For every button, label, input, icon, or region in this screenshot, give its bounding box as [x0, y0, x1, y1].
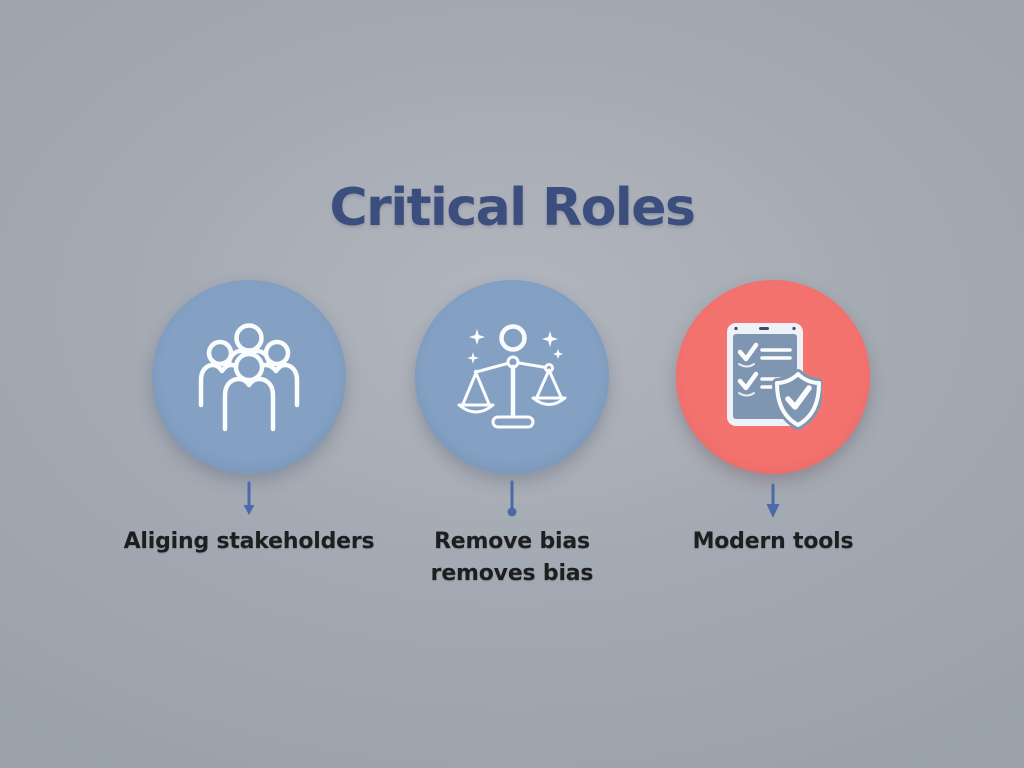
checklist-shield-icon	[727, 323, 822, 430]
item-label: Modern tools	[692, 529, 854, 554]
column-tools: Modern tools	[643, 280, 903, 554]
people-group-icon	[198, 323, 300, 432]
balance-scale-icon	[457, 324, 567, 429]
stakeholders-circle-badge	[152, 280, 346, 474]
column-bias: Remove bias removes bias	[382, 280, 642, 586]
down-arrow-icon	[243, 481, 255, 515]
item-label: Aliging stakeholders	[123, 529, 375, 554]
column-stakeholders: Aliging stakeholders	[119, 280, 379, 554]
bias-circle-badge	[415, 280, 609, 474]
page-title: Critical Roles	[329, 178, 696, 238]
down-arrow-icon	[507, 480, 517, 517]
item-label-line2: removes bias	[430, 561, 594, 586]
tools-circle-badge	[676, 280, 870, 474]
item-label: Remove bias	[434, 529, 590, 554]
down-arrow-icon	[766, 483, 780, 518]
